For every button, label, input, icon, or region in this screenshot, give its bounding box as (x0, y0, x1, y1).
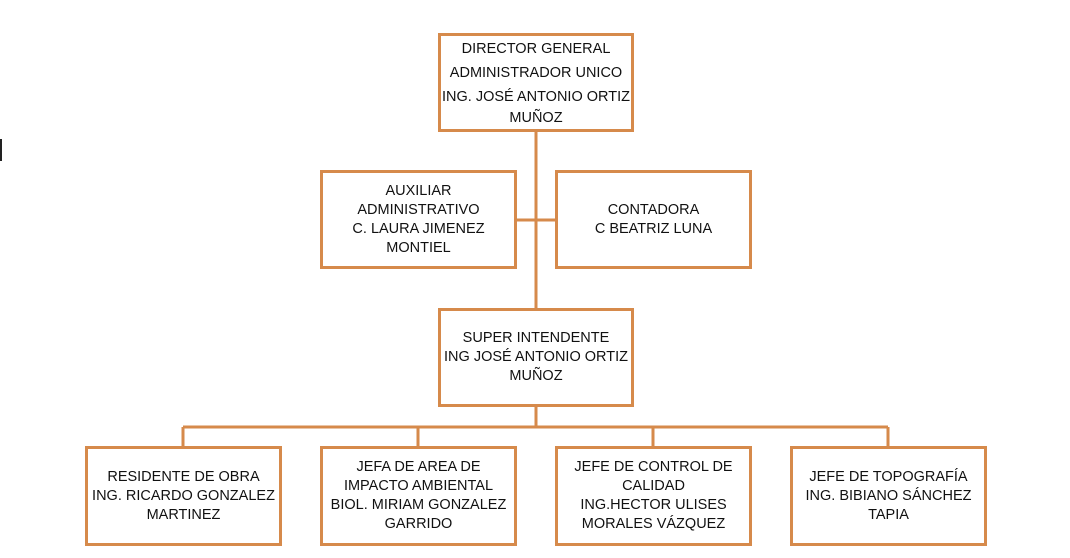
director-role: ADMINISTRADOR UNICO (449, 65, 623, 81)
node-contadora: CONTADORA C BEATRIZ LUNA (555, 170, 752, 269)
dept-2-line-4: GARRIDO (384, 516, 453, 532)
director-title: DIRECTOR GENERAL (461, 41, 611, 57)
accountant-title: CONTADORA (607, 201, 700, 218)
assistant-name: C. LAURA JIMENEZ (352, 220, 485, 237)
node-auxiliar-administrativo: AUXILIAR ADMINISTRATIVO C. LAURA JIMENEZ… (320, 170, 517, 269)
accountant-name: C BEATRIZ LUNA (594, 220, 713, 237)
node-super-intendente: SUPER INTENDENTE ING JOSÉ ANTONIO ORTIZ … (438, 308, 634, 407)
dept-3-line-2: CALIDAD (622, 478, 685, 494)
superintendent-title: SUPER INTENDENTE (462, 330, 610, 346)
node-topografia: JEFE DE TOPOGRAFÍA ING. BIBIANO SÁNCHEZ … (790, 446, 987, 546)
dept-4-line-2: ING. BIBIANO SÁNCHEZ (805, 487, 972, 504)
director-name: ING. JOSÉ ANTONIO ORTIZ (442, 89, 630, 105)
superintendent-name: ING JOSÉ ANTONIO ORTIZ (444, 349, 628, 365)
dept-1-line-2: ING. RICARDO GONZALEZ (92, 487, 275, 504)
dept-2-line-2: IMPACTO AMBIENTAL (343, 478, 494, 494)
text-cursor-mark (0, 139, 2, 161)
node-residente-de-obra: RESIDENTE DE OBRA ING. RICARDO GONZALEZ … (85, 446, 282, 546)
dept-1-line-1: RESIDENTE DE OBRA (107, 468, 260, 485)
dept-4-line-3: TAPIA (868, 506, 909, 523)
superintendent-surname: MUÑOZ (509, 368, 563, 384)
node-director-general: DIRECTOR GENERAL ADMINISTRADOR UNICO ING… (438, 33, 634, 132)
dept-3-line-4: MORALES VÁZQUEZ (581, 516, 726, 532)
node-impacto-ambiental: JEFA DE AREA DE IMPACTO AMBIENTAL BIOL. … (320, 446, 517, 546)
dept-4-line-1: JEFE DE TOPOGRAFÍA (809, 468, 968, 485)
dept-3-line-1: JEFE DE CONTROL DE (574, 459, 733, 475)
assistant-title: AUXILIAR (385, 182, 452, 199)
node-control-de-calidad: JEFE DE CONTROL DE CALIDAD ING.HECTOR UL… (555, 446, 752, 546)
assistant-surname: MONTIEL (386, 239, 451, 256)
dept-3-line-3: ING.HECTOR ULISES (580, 497, 727, 513)
assistant-title-cont: ADMINISTRATIVO (357, 201, 480, 218)
dept-2-line-1: JEFA DE AREA DE (356, 459, 481, 475)
dept-2-line-3: BIOL. MIRIAM GONZALEZ (330, 497, 507, 513)
dept-1-line-3: MARTINEZ (146, 506, 221, 523)
director-surname: MUÑOZ (509, 110, 563, 126)
